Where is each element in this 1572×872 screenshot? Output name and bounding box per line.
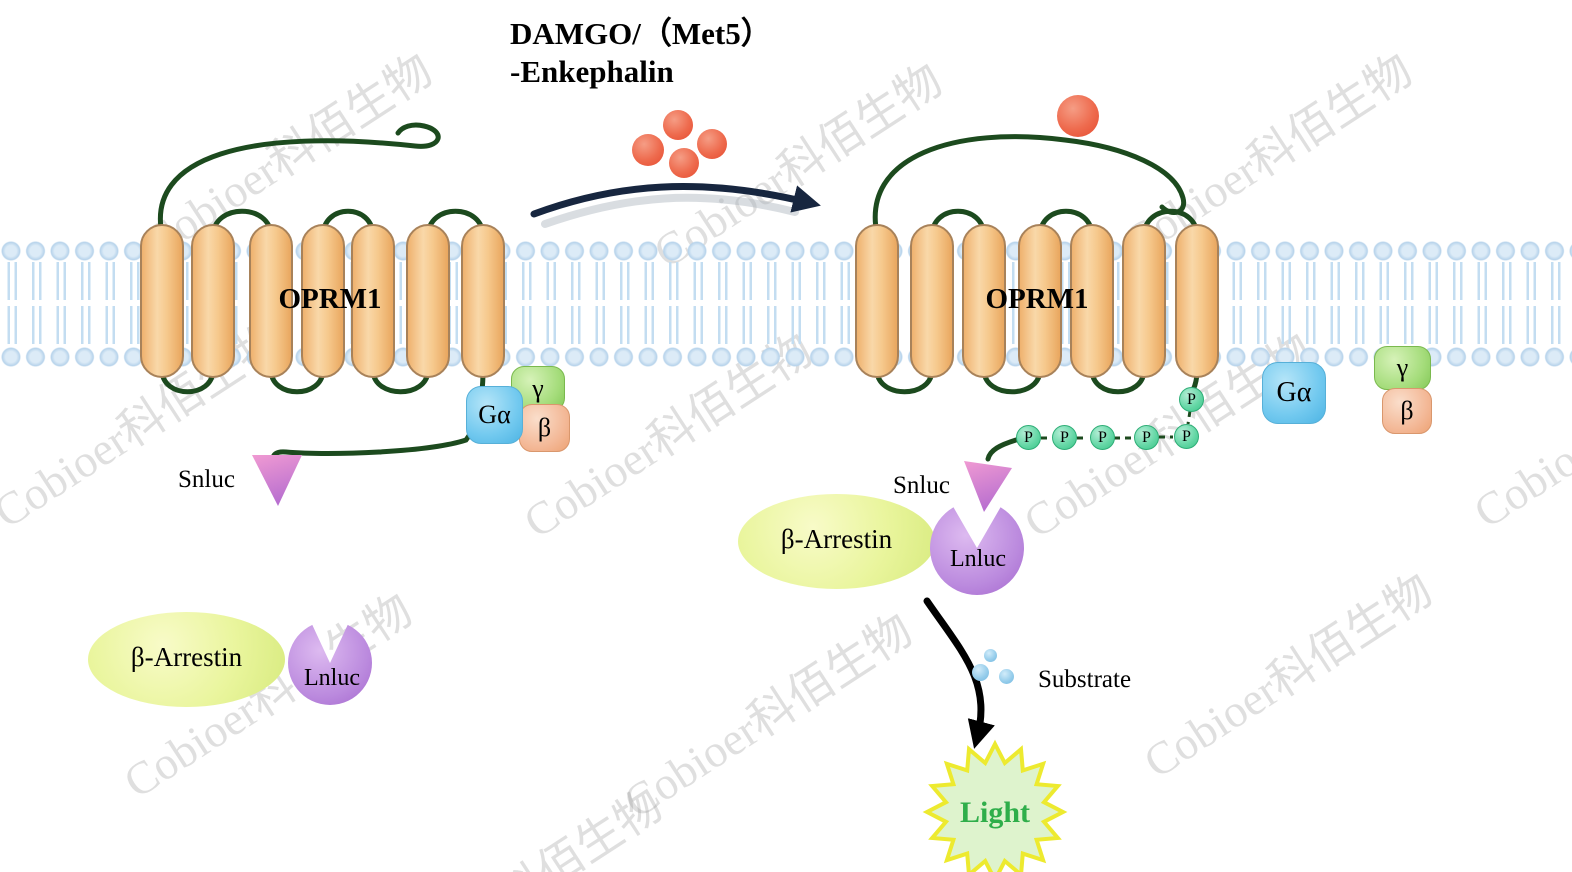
snluc-label: Snluc	[178, 466, 235, 493]
right-tail-to-snluc	[985, 437, 1019, 462]
title-line1: DAMGO/（Met5）	[510, 16, 772, 51]
snluc-wedge	[964, 461, 1012, 512]
tm-helix	[301, 224, 345, 378]
substrate-dot	[972, 664, 989, 681]
title-line2: -Enkephalin	[510, 54, 674, 89]
snluc-wedge	[252, 455, 302, 506]
tm-helix	[1122, 224, 1166, 378]
phosphate-site: P	[1134, 425, 1159, 450]
receptor-label: OPRM1	[985, 283, 1089, 315]
left-n-terminus-loop	[157, 122, 441, 237]
tm-helix	[249, 224, 293, 378]
lnluc-pacman	[929, 507, 1025, 596]
lnluc-label: Lnluc	[950, 546, 1006, 572]
ligand-molecule	[632, 134, 664, 166]
substrate-dot	[999, 669, 1014, 684]
phosphate-site: P	[1052, 425, 1077, 450]
g-beta-subunit: β	[1382, 388, 1432, 434]
tm-helix	[191, 224, 235, 378]
light-starburst	[922, 739, 1068, 872]
substrate-label: Substrate	[1038, 666, 1132, 693]
tm-helix	[406, 224, 450, 378]
right-n-terminus-loop	[872, 134, 1187, 237]
snluc-label: Snluc	[893, 472, 950, 499]
ligand-molecule	[669, 148, 699, 178]
bound-ligand	[1057, 95, 1099, 137]
tm-helix	[1175, 224, 1219, 378]
tm-helix	[1070, 224, 1114, 378]
lnluc-label: Lnluc	[304, 665, 360, 691]
substrate-dot	[984, 649, 997, 662]
light-label: Light	[959, 796, 1031, 829]
phosphate-site: P	[1174, 424, 1199, 449]
tm-helix	[910, 224, 954, 378]
phosphate-site: P	[1016, 425, 1041, 450]
g-beta-subunit: β	[519, 404, 570, 452]
beta-arrestin-body	[88, 612, 285, 707]
receptor-label: OPRM1	[278, 283, 382, 315]
activation-arrow-shadow	[541, 193, 799, 228]
g-alpha-subunit: Gα	[466, 386, 523, 444]
tm-helix	[855, 224, 899, 378]
left-intracellular-loops	[159, 367, 431, 395]
lnluc-pacman	[288, 624, 373, 705]
beta-arrestin-body	[738, 494, 935, 589]
activation-arrow	[530, 183, 821, 218]
tm-helix	[962, 224, 1006, 378]
right-intracellular-loops	[874, 367, 1147, 395]
arrestin-label: β-Arrestin	[780, 524, 893, 554]
tm-helix	[140, 224, 184, 378]
signal-arrow	[923, 597, 995, 749]
ligand-molecule	[697, 129, 727, 159]
phosphate-site: P	[1179, 387, 1204, 412]
g-alpha-subunit: Gα	[1262, 362, 1326, 424]
tm-helix	[351, 224, 395, 378]
phosphate-site: P	[1090, 425, 1115, 450]
tm-helix	[461, 224, 505, 378]
arrestin-label: β-Arrestin	[130, 642, 243, 672]
ligand-molecule	[663, 110, 693, 140]
tm-helix	[1018, 224, 1062, 378]
